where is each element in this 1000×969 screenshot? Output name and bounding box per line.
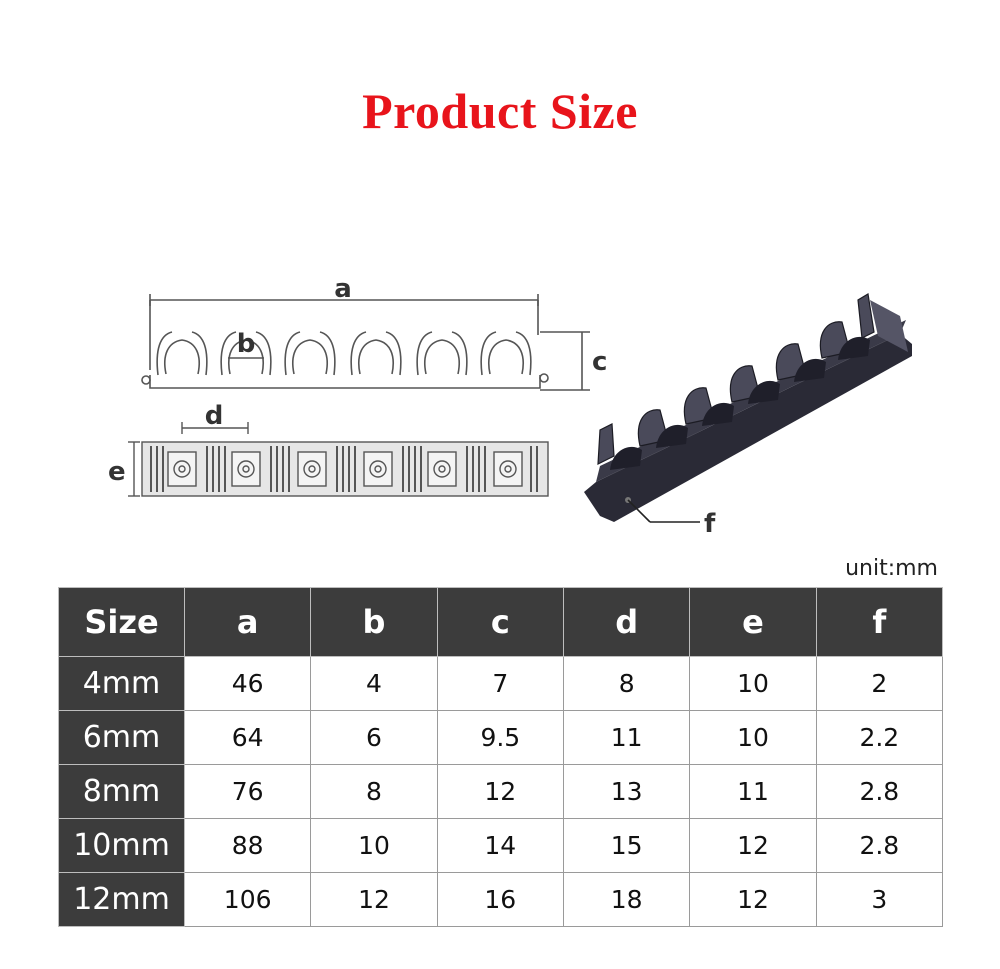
header-size: Size (58, 587, 185, 657)
cell: 106 (183, 872, 312, 927)
table-row: 10mm 88 10 14 15 12 2.8 (58, 818, 944, 873)
header-f: f (815, 587, 944, 657)
label-c: c (592, 347, 607, 377)
top-view (128, 422, 549, 497)
header-a: a (183, 587, 312, 657)
cell: 11 (689, 764, 817, 819)
cell: 2.8 (815, 818, 944, 873)
cell: 10 (689, 710, 817, 765)
cell: 14 (436, 818, 564, 873)
cell: 64 (183, 710, 312, 765)
table-header-row: Size a b c d e f (58, 587, 944, 657)
cell: 88 (183, 818, 312, 873)
size-table: Size a b c d e f 4mm 46 4 7 8 10 2 6mm 6… (58, 587, 944, 927)
header-b: b (310, 587, 438, 657)
row-size: 8mm (58, 764, 185, 819)
cell: 46 (183, 656, 312, 711)
row-size: 6mm (58, 710, 185, 765)
cell: 12 (310, 872, 438, 927)
cell: 12 (689, 818, 817, 873)
front-view (141, 294, 590, 391)
cell: 6 (310, 710, 438, 765)
label-e: e (108, 457, 126, 487)
cell: 8 (310, 764, 438, 819)
header-c: c (436, 587, 564, 657)
header-e: e (689, 587, 817, 657)
cell: 4 (310, 656, 438, 711)
row-size: 4mm (58, 656, 185, 711)
clip-profiles (156, 331, 532, 376)
cell: 11 (562, 710, 691, 765)
page-title: Product Size (362, 83, 638, 139)
cell: 18 (562, 872, 691, 927)
cell: 3 (815, 872, 944, 927)
table-row: 8mm 76 8 12 13 11 2.8 (58, 764, 944, 819)
table-row: 4mm 46 4 7 8 10 2 (58, 656, 944, 711)
product-render (584, 293, 912, 523)
label-a: a (334, 274, 352, 304)
cell: 9.5 (436, 710, 564, 765)
cell: 2 (815, 656, 944, 711)
cell: 12 (689, 872, 817, 927)
label-f: f (704, 509, 716, 539)
cell: 12 (436, 764, 564, 819)
cell: 2.8 (815, 764, 944, 819)
cell: 10 (689, 656, 817, 711)
cell: 8 (562, 656, 691, 711)
cell: 15 (562, 818, 691, 873)
table-row: 6mm 64 6 9.5 11 10 2.2 (58, 710, 944, 765)
cell: 13 (562, 764, 691, 819)
unit-label: unit:mm (845, 556, 938, 581)
header-d: d (562, 587, 691, 657)
table-row: 12mm 106 12 16 18 12 3 (58, 872, 944, 927)
cell: 10 (310, 818, 438, 873)
row-size: 10mm (58, 818, 185, 873)
cell: 76 (183, 764, 312, 819)
cell: 7 (436, 656, 564, 711)
row-size: 12mm (58, 872, 185, 927)
cell: 2.2 (815, 710, 944, 765)
cell: 16 (436, 872, 564, 927)
label-b: b (237, 329, 256, 359)
label-d: d (205, 401, 224, 431)
dimension-diagram: a b c d (108, 274, 912, 539)
